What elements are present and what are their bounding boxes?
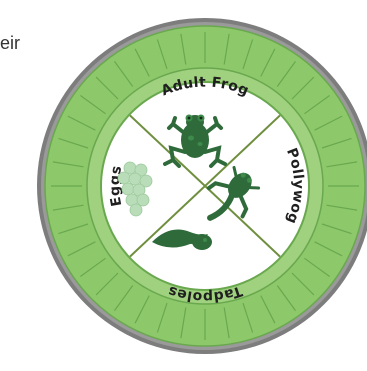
life-cycle-wheel-graphic: eir Adult Frog Pollywog Ta bbox=[0, 0, 367, 371]
wheel-svg: Adult Frog Pollywog Tadpoles Eggs bbox=[0, 0, 367, 371]
